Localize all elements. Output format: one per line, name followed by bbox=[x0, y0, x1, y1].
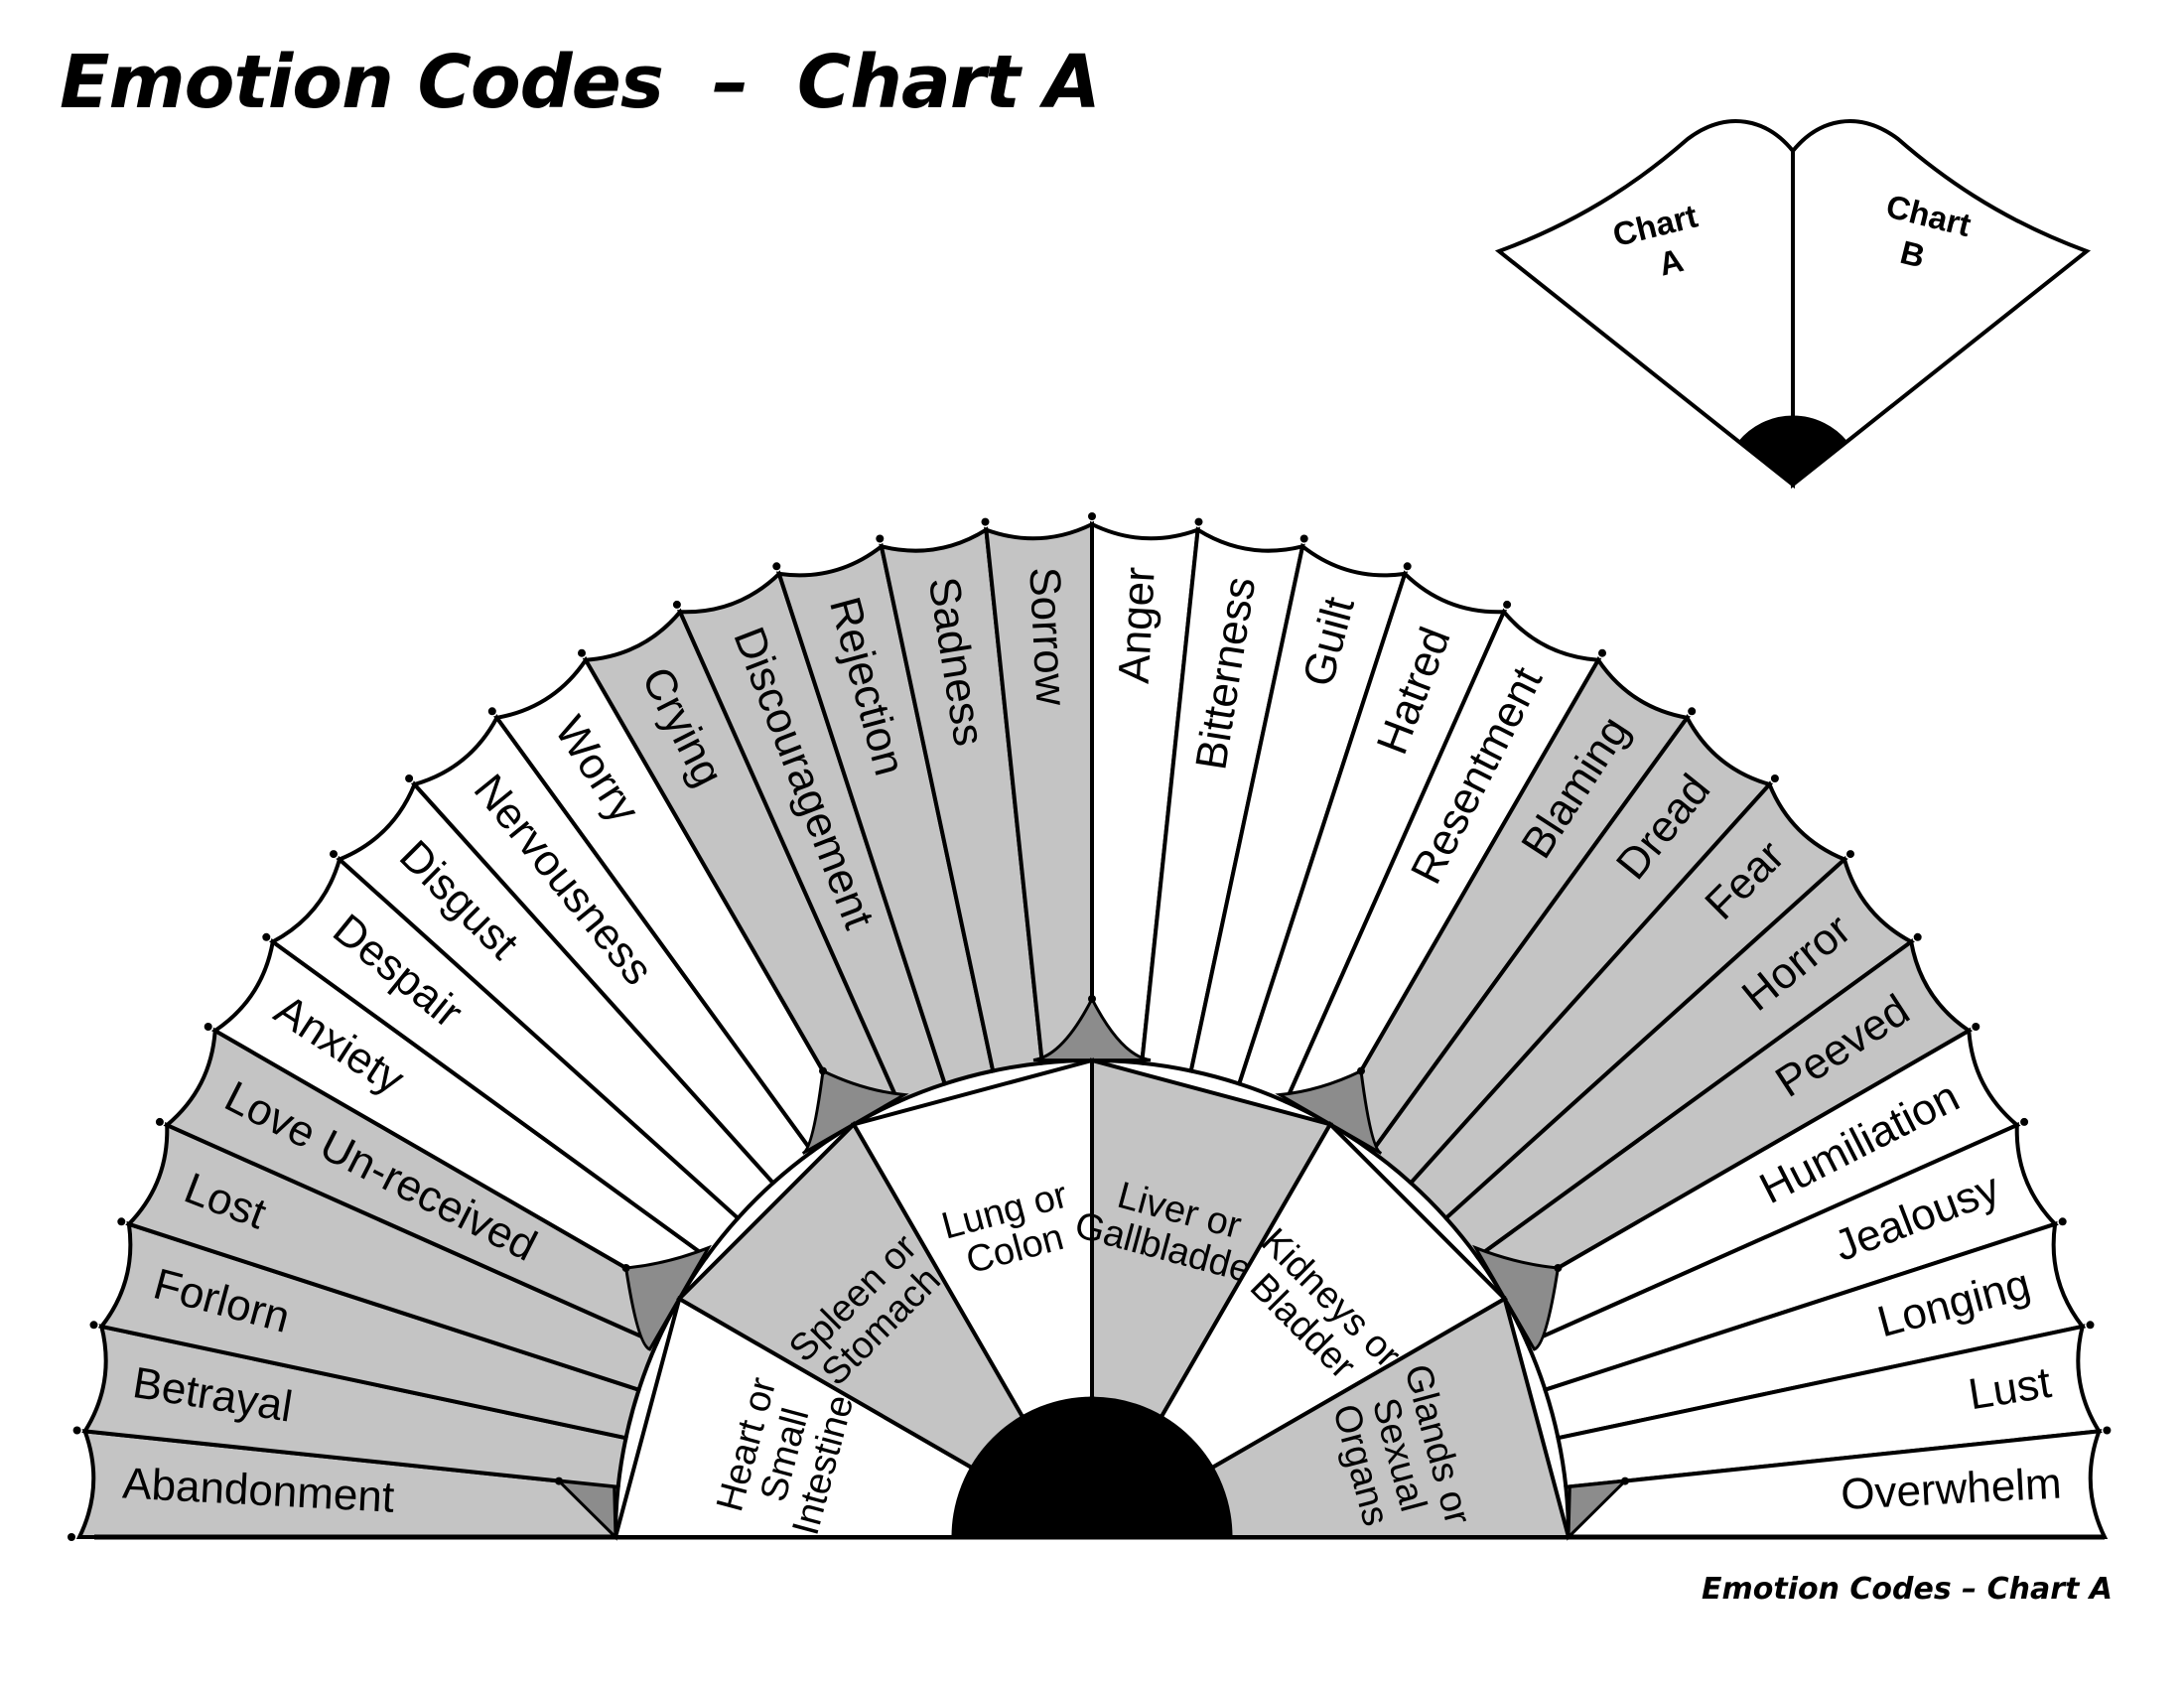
emotion-segment-discouragement bbox=[676, 570, 948, 1105]
segment-tip bbox=[72, 1426, 81, 1435]
organ-tab-tip bbox=[1621, 1477, 1629, 1485]
emotion-segment-lost bbox=[125, 1121, 660, 1393]
footer-title: Emotion Codes – Chart A bbox=[1701, 1572, 2113, 1607]
emotion-segment-fear bbox=[1408, 780, 1848, 1221]
segment-tip bbox=[2103, 1426, 2112, 1435]
emotion-segment-hatred bbox=[1236, 570, 1508, 1105]
emotion-segment-lust bbox=[1556, 1324, 2103, 1489]
hub bbox=[951, 1396, 1233, 1539]
organ-tab-tip bbox=[819, 1066, 827, 1075]
organ-tab-tip bbox=[555, 1477, 563, 1485]
center-hub bbox=[951, 1396, 1233, 1539]
segment-tip bbox=[1972, 1023, 1980, 1031]
segment-tip bbox=[117, 1217, 126, 1226]
segment-tip bbox=[1194, 517, 1203, 526]
emotion-segment-forlorn bbox=[97, 1220, 642, 1441]
organ-tabs bbox=[554, 995, 1630, 1541]
organ-tab-tip bbox=[1088, 995, 1096, 1003]
segment-tip bbox=[2086, 1321, 2095, 1330]
segment-tip bbox=[204, 1023, 212, 1031]
segment-tip bbox=[2058, 1217, 2067, 1226]
segment-tip bbox=[262, 932, 271, 941]
emotion-segment-nervousness bbox=[410, 714, 815, 1187]
emotion-segment-disgust bbox=[336, 780, 776, 1221]
emotion-segment-sadness bbox=[879, 526, 1044, 1073]
segment-tip bbox=[772, 562, 781, 571]
emotion-label: Sorrow bbox=[1020, 566, 1075, 707]
segment-tip bbox=[155, 1117, 164, 1126]
organ-tab-tip bbox=[621, 1264, 630, 1272]
thumbnail-chart-a-leaf bbox=[1494, 119, 1795, 490]
segment-tip bbox=[1913, 932, 1922, 941]
segment-tip bbox=[1688, 707, 1697, 716]
segment-tip bbox=[487, 707, 496, 716]
segment-tip bbox=[578, 648, 586, 657]
organ-tab-tip bbox=[1554, 1264, 1563, 1272]
segment-tip bbox=[1598, 648, 1606, 657]
segment-tip bbox=[1846, 850, 1854, 859]
organ-tab bbox=[554, 1478, 617, 1541]
emotion-label: Overwhelm bbox=[1840, 1459, 2063, 1519]
segment-tip bbox=[1503, 600, 1512, 609]
emotion-segment-horror bbox=[1442, 855, 1915, 1260]
segment-tip bbox=[1403, 562, 1412, 571]
segment-tip bbox=[672, 600, 681, 609]
emotion-segment-rejection bbox=[775, 542, 996, 1087]
emotion-segment-longing bbox=[1542, 1220, 2087, 1441]
emotion-segment-dread bbox=[1369, 714, 1774, 1187]
chart-overview-thumbnail: Chart A Chart B bbox=[1494, 119, 2092, 490]
emotion-segment-betrayal bbox=[81, 1324, 628, 1489]
emotion-segment-bitterness bbox=[1140, 526, 1305, 1073]
emotion-segment-despair bbox=[269, 855, 742, 1260]
emotion-segment-guilt bbox=[1188, 542, 1409, 1087]
segment-tip bbox=[2020, 1117, 2029, 1126]
segment-tip bbox=[876, 534, 885, 543]
organ-tab bbox=[1567, 1478, 1630, 1541]
segment-tip bbox=[981, 517, 990, 526]
segment-tip bbox=[330, 850, 338, 859]
segment-tip bbox=[1770, 774, 1779, 782]
segment-tip bbox=[1299, 534, 1308, 543]
organ-tab-tip bbox=[1357, 1066, 1365, 1075]
thumbnail-chart-b-leaf bbox=[1791, 119, 2092, 490]
emotion-segment-jealousy bbox=[1524, 1121, 2059, 1393]
thumbnail-hub bbox=[1737, 415, 1848, 487]
segment-tip bbox=[1088, 512, 1096, 520]
page-title: Emotion Codes – Chart A bbox=[60, 40, 1101, 125]
emotion-label: Anger bbox=[1110, 566, 1164, 685]
segment-tip bbox=[89, 1321, 98, 1330]
segment-tip bbox=[405, 774, 414, 782]
emotion-segment-abandonment bbox=[75, 1429, 620, 1539]
segment-tip bbox=[68, 1533, 75, 1541]
